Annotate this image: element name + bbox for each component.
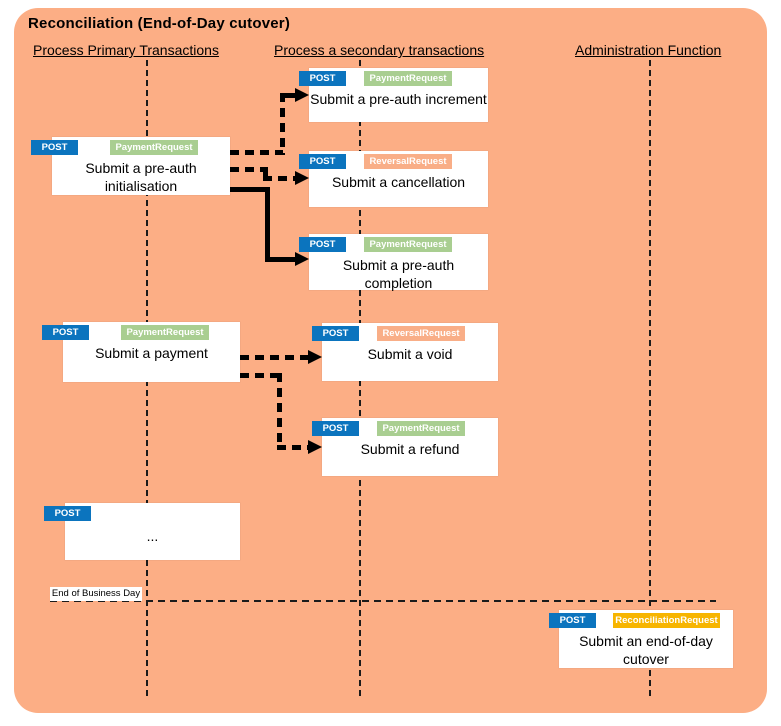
step-label: Submit a pre-auth initialisation [85,160,197,194]
arrowhead-increment [295,88,309,102]
end-of-business-day-line [50,600,716,602]
request-badge-payment: PaymentRequest [110,140,198,155]
step-box-cancellation: POST ReversalRequest Submit a cancellati… [299,151,488,207]
arrowhead-void [308,350,322,364]
step-box-preauth-initialisation: POST PaymentRequest Submit a pre-auth in… [31,137,230,195]
arrow-payment-to-refund-seg [240,373,284,378]
arrowhead-completion [295,252,309,266]
step-box-payment: POST PaymentRequest Submit a payment [42,322,240,382]
step-label: Submit a payment [95,345,208,361]
arrowhead-refund [308,440,322,454]
diagram-frame: Reconciliation (End-of-Day cutover) Proc… [14,8,767,713]
lifeline-admin [649,60,651,696]
arrow-init-to-increment-seg [280,93,285,155]
post-badge: POST [312,421,359,436]
post-badge: POST [549,613,596,628]
step-label: Submit a pre-auth increment [310,91,487,107]
post-badge: POST [42,325,89,340]
arrow-init-to-cancellation-seg [263,167,268,181]
post-badge: POST [31,140,78,155]
step-label: Submit an end-of-day cutover [579,633,713,667]
column-header-secondary: Process a secondary transactions [274,42,485,58]
step-label: Submit a refund [360,441,460,457]
arrow-init-to-increment-seg [285,93,295,98]
arrow-payment-to-refund-seg [277,373,282,450]
step-label: Submit a cancellation [331,174,466,190]
post-badge: POST [299,237,346,252]
step-label: ... [146,528,159,544]
arrow-init-to-cancellation-seg [263,176,296,181]
column-header-admin: Administration Function [575,42,722,58]
request-badge-reversal: ReversalRequest [364,154,452,169]
request-badge-reconciliation: ReconciliationRequest [613,613,720,628]
column-header-primary: Process Primary Transactions [33,42,219,58]
post-badge: POST [299,71,346,86]
request-badge-payment: PaymentRequest [364,71,452,86]
arrow-payment-to-refund-seg [277,445,308,450]
post-badge: POST [299,154,346,169]
step-box-ellipsis: POST ... [44,503,240,560]
arrow-init-to-cancellation-seg [230,167,268,172]
step-box-preauth-increment: POST PaymentRequest Submit a pre-auth in… [299,68,488,122]
step-label: Submit a void [367,346,453,362]
arrow-init-to-completion-seg [230,187,270,192]
request-badge-payment: PaymentRequest [364,237,452,252]
arrow-init-to-increment-seg [230,150,283,155]
step-box-refund: POST PaymentRequest Submit a refund [312,418,498,476]
request-badge-reversal: ReversalRequest [377,326,465,341]
arrow-payment-to-void-seg [240,355,308,360]
arrow-init-to-completion-seg [265,187,270,262]
step-box-void: POST ReversalRequest Submit a void [312,323,498,381]
step-box-preauth-completion: POST PaymentRequest Submit a pre-auth co… [299,234,488,291]
post-badge: POST [44,506,91,521]
step-box-end-of-day-cutover: POST ReconciliationRequest Submit an end… [549,610,733,668]
post-badge: POST [312,326,359,341]
request-badge-payment: PaymentRequest [121,325,209,340]
arrowhead-cancellation [295,171,309,185]
diagram-title: Reconciliation (End-of-Day cutover) [28,15,291,32]
arrow-init-to-completion-seg [265,257,296,262]
end-of-business-day-label: End of Business Day [50,587,142,601]
request-badge-payment: PaymentRequest [377,421,465,436]
step-label: Submit a pre-auth completion [342,257,455,291]
